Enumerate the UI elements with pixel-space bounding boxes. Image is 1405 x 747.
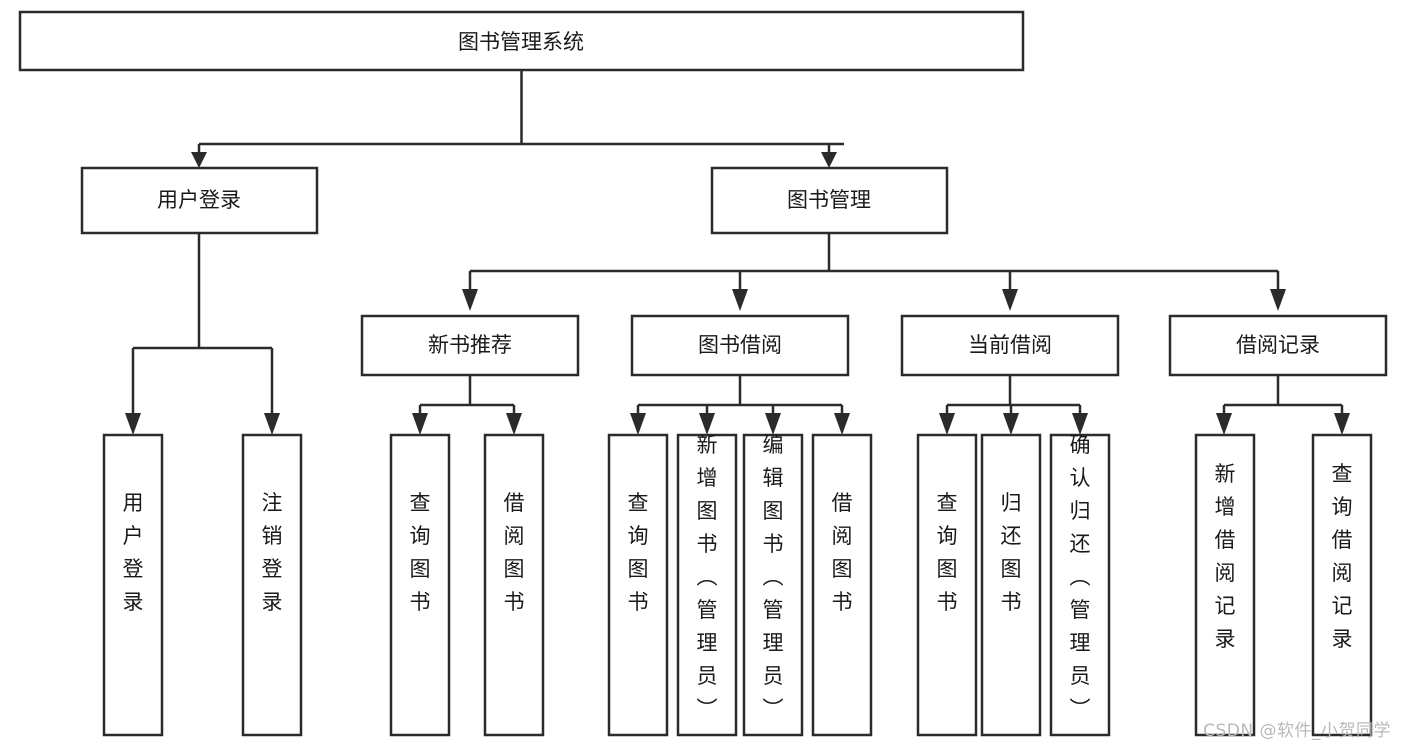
arrow-leaf-borrow-3 [765, 413, 781, 435]
node-leaf-newbook-1[interactable]: 查询图书 [389, 433, 451, 737]
node-leaf-records-2[interactable]: 查询借阅记录 [1311, 433, 1373, 737]
node-newbook-box[interactable] [360, 314, 580, 377]
node-leaf-current-1[interactable]: 查询图书 [916, 433, 978, 737]
node-login[interactable]: 用户登录 [80, 166, 319, 235]
node-leaf-newbook-1-label: 查询图书 [410, 491, 431, 614]
node-leaf-records-1-label: 新增借阅记录 [1215, 462, 1236, 651]
node-leaf-login-1[interactable]: 用户登录 [102, 433, 164, 737]
node-bookmgmt-label: 图书管理 [787, 188, 871, 212]
arrow-records [1270, 289, 1286, 311]
node-leaf-current-1-box[interactable] [916, 433, 978, 737]
node-bookmgmt[interactable]: 图书管理 [710, 166, 949, 235]
node-leaf-newbook-2-box[interactable] [483, 433, 545, 737]
node-leaf-newbook-2-label: 借阅图书 [504, 491, 525, 614]
arrow-leaf-current-2 [1003, 413, 1019, 435]
node-leaf-login-1-label: 用户登录 [123, 491, 144, 614]
arrow-login [191, 152, 207, 168]
node-leaf-login-2-box[interactable] [241, 433, 303, 737]
node-leaf-borrow-2-label: 新增图书︵管理员︶ [697, 433, 718, 721]
node-leaf-borrow-3-label: 编辑图书︵管理员︶ [763, 433, 784, 721]
node-leaf-current-3-label: 确认归还︵管理员︶ [1070, 433, 1091, 721]
node-root-box[interactable] [18, 10, 1025, 72]
node-login-box[interactable] [80, 166, 319, 235]
node-leaf-newbook-2[interactable]: 借阅图书 [483, 433, 545, 737]
node-leaf-login-1-box[interactable] [102, 433, 164, 737]
node-leaf-current-2-box[interactable] [980, 433, 1042, 737]
node-leaf-records-1[interactable]: 新增借阅记录 [1194, 433, 1256, 737]
node-leaf-borrow-4-box[interactable] [811, 433, 873, 737]
arrow-leaf-records-2 [1334, 413, 1350, 435]
node-leaf-newbook-1-box[interactable] [389, 433, 451, 737]
node-root[interactable]: 图书管理系统 [18, 10, 1025, 72]
node-current-box[interactable] [900, 314, 1120, 377]
node-records-box[interactable] [1168, 314, 1388, 377]
arrow-leaf-borrow-4 [834, 413, 850, 435]
node-leaf-current-1-label: 查询图书 [937, 491, 958, 614]
arrow-newbook [462, 289, 478, 311]
node-leaf-borrow-1-box[interactable] [607, 433, 669, 737]
node-bookmgmt-box[interactable] [710, 166, 949, 235]
node-login-label: 用户登录 [157, 188, 241, 212]
arrow-leaf-newbook-2 [506, 413, 522, 435]
node-leaf-records-2-box[interactable] [1311, 433, 1373, 737]
arrow-leaf-login-1 [125, 413, 141, 435]
arrow-leaf-login-2 [264, 413, 280, 435]
node-newbook[interactable]: 新书推荐 [360, 314, 580, 377]
node-leaf-current-2[interactable]: 归还图书 [980, 433, 1042, 737]
node-borrow-box[interactable] [630, 314, 850, 377]
arrow-leaf-borrow-1 [630, 413, 646, 435]
node-records-label: 借阅记录 [1236, 333, 1320, 357]
node-borrow[interactable]: 图书借阅 [630, 314, 850, 377]
arrow-borrow [732, 289, 748, 311]
node-leaf-login-2-label: 注销登录 [262, 491, 283, 614]
node-leaf-borrow-3-box[interactable] [742, 433, 804, 737]
arrow-leaf-newbook-1 [412, 413, 428, 435]
node-leaf-current-3-box[interactable] [1049, 433, 1111, 737]
node-leaf-borrow-2[interactable]: 新增图书︵管理员︶ [676, 433, 738, 737]
node-leaf-login-2[interactable]: 注销登录 [241, 433, 303, 737]
watermark-text: CSDN @软件_小贺同学 [1203, 721, 1391, 741]
arrow-leaf-current-1 [939, 413, 955, 435]
node-leaf-records-2-label: 查询借阅记录 [1332, 462, 1353, 651]
node-leaf-current-3[interactable]: 确认归还︵管理员︶ [1049, 433, 1111, 737]
arrow-leaf-current-3 [1072, 413, 1088, 435]
arrow-leaf-records-1 [1216, 413, 1232, 435]
arrow-leaf-borrow-2 [699, 413, 715, 435]
node-root-label: 图书管理系统 [458, 30, 584, 54]
node-current[interactable]: 当前借阅 [900, 314, 1120, 377]
node-records[interactable]: 借阅记录 [1168, 314, 1388, 377]
node-borrow-label: 图书借阅 [698, 333, 782, 357]
node-leaf-borrow-4-label: 借阅图书 [832, 491, 853, 614]
node-leaf-borrow-2-box[interactable] [676, 433, 738, 737]
node-leaf-borrow-1[interactable]: 查询图书 [607, 433, 669, 737]
node-leaf-records-1-box[interactable] [1194, 433, 1256, 737]
node-current-label: 当前借阅 [968, 333, 1052, 357]
node-leaf-borrow-3[interactable]: 编辑图书︵管理员︶ [742, 433, 804, 737]
arrow-bookmgmt [821, 152, 837, 168]
node-leaf-borrow-1-label: 查询图书 [628, 491, 649, 614]
node-leaf-current-2-label: 归还图书 [1001, 491, 1022, 614]
node-newbook-label: 新书推荐 [428, 333, 512, 357]
edges-layer [125, 70, 1350, 435]
arrow-current [1002, 289, 1018, 311]
node-leaf-borrow-4[interactable]: 借阅图书 [811, 433, 873, 737]
